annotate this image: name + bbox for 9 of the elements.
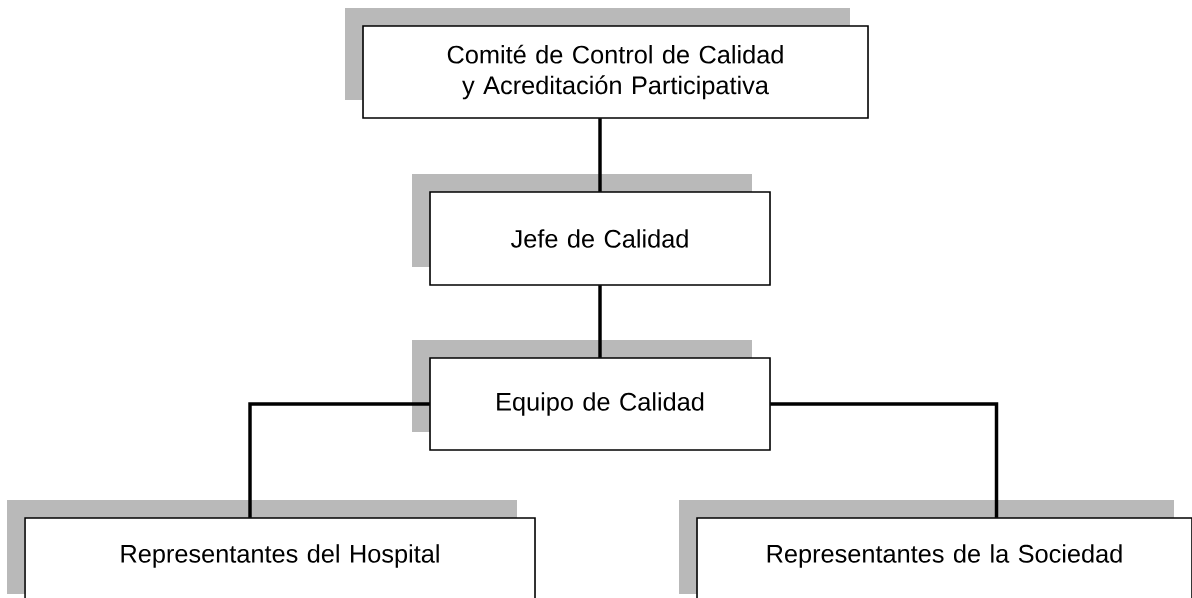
connector-line — [598, 285, 602, 358]
org-box: Representantes del Hospital — [7, 500, 536, 598]
connector-line — [248, 402, 430, 518]
connector-line — [770, 402, 999, 518]
org-box: Equipo de Calidad — [412, 340, 771, 451]
connector-line — [598, 118, 602, 192]
org-box: Jefe de Calidad — [412, 174, 771, 286]
org-box: Representantes de la Sociedad — [679, 500, 1192, 598]
org-box: Comité de Control de Calidad y Acreditación Participativa — [345, 8, 869, 119]
